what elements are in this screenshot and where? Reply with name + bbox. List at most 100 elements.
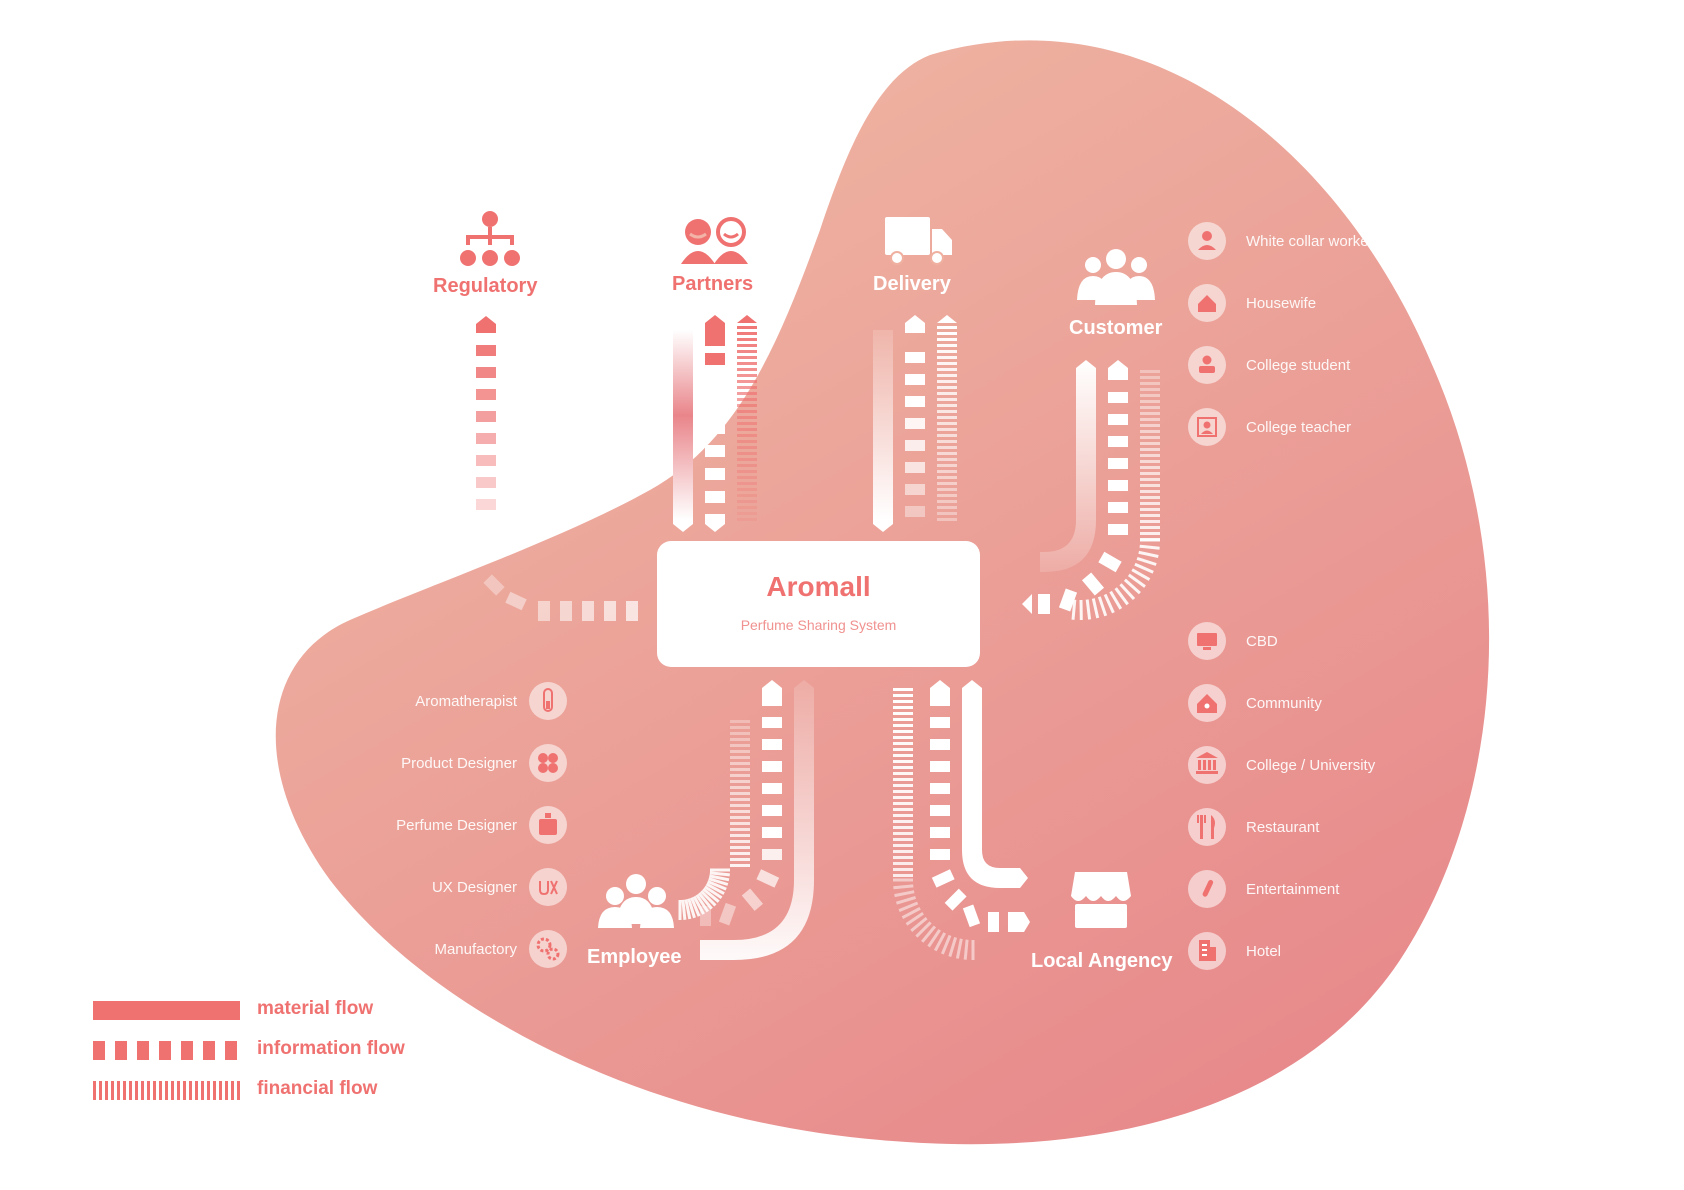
financial-stripe — [1140, 430, 1160, 433]
financial-stripe — [1140, 448, 1160, 451]
legend-financial-stripe — [237, 1081, 240, 1100]
financial-stripe — [1140, 370, 1160, 373]
financial-stripe — [937, 392, 957, 395]
financial-stripe — [893, 694, 913, 697]
financial-stripe — [737, 332, 757, 335]
financial-stripe — [1140, 394, 1160, 397]
financial-stripe — [937, 410, 957, 413]
financial-stripe — [937, 356, 957, 359]
financial-stripe — [1139, 544, 1160, 550]
financial-stripe — [695, 894, 710, 913]
financial-stripe — [730, 858, 750, 861]
financial-stripe — [730, 720, 750, 723]
financial-stripe — [937, 368, 957, 371]
financial-stripe — [937, 458, 957, 461]
financial-stripe — [1140, 490, 1160, 493]
regulatory-return-flow — [483, 574, 638, 621]
financial-stripe — [905, 912, 924, 926]
financial-stripe — [893, 856, 913, 859]
customer-type-label: Housewife — [1246, 295, 1317, 312]
financial-stripe — [709, 874, 730, 882]
financial-stripe — [1134, 562, 1154, 574]
financial-stripe — [737, 398, 757, 401]
financial-stripe — [730, 816, 750, 819]
legend-financial-stripe — [93, 1081, 96, 1100]
financial-stripe — [737, 404, 757, 407]
legend-financial-stripe — [171, 1081, 174, 1100]
system-title: Aromall — [766, 571, 871, 602]
financial-stripe — [1140, 478, 1160, 481]
financial-stripe — [1140, 496, 1160, 499]
university-icon — [1188, 746, 1226, 784]
legend-financial-stripe — [123, 1081, 126, 1100]
financial-stripe — [895, 895, 917, 905]
agency-location-label: Community — [1246, 695, 1322, 712]
financial-stripe — [1136, 556, 1157, 566]
legend-financial-stripe — [141, 1081, 144, 1100]
hierarchy-icon — [460, 211, 520, 266]
actor-label-local-agency: Local Angency — [1031, 950, 1173, 972]
financial-stripe — [737, 416, 757, 419]
partners-material-flow — [673, 330, 693, 532]
financial-stripe — [737, 440, 757, 443]
financial-stripe — [730, 786, 750, 789]
system-subtitle: Perfume Sharing System — [740, 617, 897, 633]
legend-financial-stripe — [207, 1081, 210, 1100]
financial-stripe — [730, 762, 750, 765]
financial-stripe — [1071, 599, 1077, 620]
financial-stripe — [1097, 596, 1108, 617]
financial-stripe — [702, 887, 720, 903]
employee-financial-flow — [678, 720, 750, 920]
financial-stripe — [1085, 599, 1092, 620]
financial-stripe — [737, 368, 757, 371]
financial-stripe — [730, 780, 750, 783]
financial-stripe — [707, 880, 727, 891]
financial-stripe — [910, 916, 928, 932]
financial-stripe — [893, 850, 913, 853]
financial-stripe — [893, 796, 913, 799]
financial-stripe — [1140, 388, 1160, 391]
financial-stripe — [937, 452, 957, 455]
financial-stripe — [1140, 502, 1160, 505]
legend-financial-stripe — [153, 1081, 156, 1100]
financial-stripe — [730, 732, 750, 735]
financial-stripe — [933, 932, 947, 952]
financial-stripe — [941, 934, 952, 955]
financial-stripe — [737, 470, 757, 473]
financial-stripe — [730, 756, 750, 759]
financial-stripe — [1127, 573, 1146, 588]
financial-stripe — [737, 380, 757, 383]
financial-stripe — [893, 884, 914, 890]
legend-information-label: information flow — [257, 1038, 405, 1059]
financial-stripe — [730, 774, 750, 777]
financial-stripe — [730, 804, 750, 807]
monitor-icon — [1188, 622, 1226, 660]
financial-stripe — [737, 494, 757, 497]
legend-financial-stripe — [219, 1081, 222, 1100]
financial-stripe — [730, 798, 750, 801]
financial-stripe — [1140, 442, 1160, 445]
financial-stripe — [730, 792, 750, 795]
agency-location-badges — [1188, 622, 1226, 970]
legend-financial-stripe — [183, 1081, 186, 1100]
financial-stripe — [893, 766, 913, 769]
financial-stripe — [937, 416, 957, 419]
financial-stripe — [737, 428, 757, 431]
financial-stripe — [1140, 508, 1160, 511]
financial-stripe — [708, 877, 729, 886]
financial-stripe — [1140, 406, 1160, 409]
legend-financial-stripe — [111, 1081, 114, 1100]
financial-stripe — [948, 936, 958, 958]
financial-stripe — [1140, 400, 1160, 403]
legend-material-label: material flow — [257, 998, 374, 1019]
financial-stripe — [893, 814, 913, 817]
financial-stripe — [937, 428, 957, 431]
financial-stripe — [1140, 418, 1160, 421]
financial-stripe — [955, 938, 963, 959]
financial-stripe — [737, 344, 757, 347]
financial-stripe — [1140, 514, 1160, 517]
test-tube-icon — [529, 682, 567, 720]
financial-stripe — [893, 832, 913, 835]
financial-stripe — [937, 344, 957, 347]
central-system-card: Aromall Perfume Sharing System — [657, 541, 980, 667]
